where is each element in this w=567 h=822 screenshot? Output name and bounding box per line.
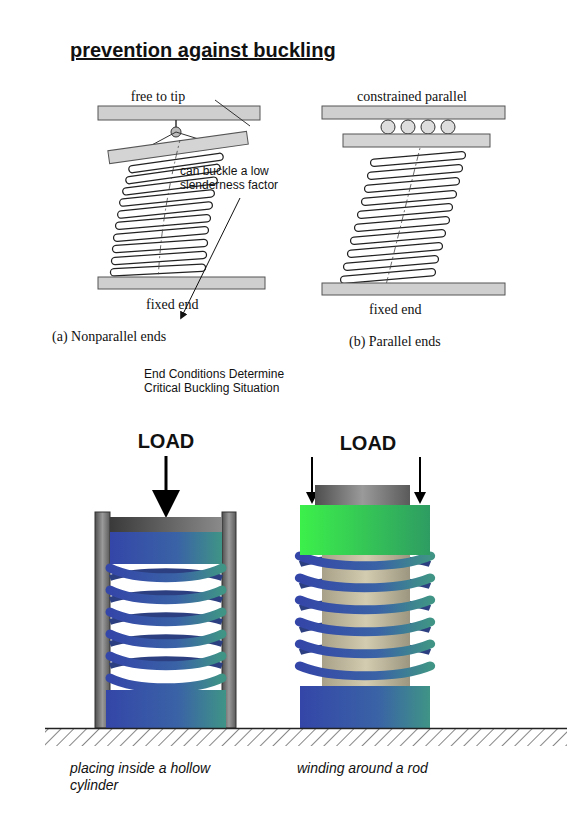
spring-coil [368, 181, 456, 189]
roller [441, 120, 455, 134]
callout-note: can buckle a low slenderness factor [180, 164, 308, 193]
coil-front [110, 678, 222, 688]
figure-caption: (a) Nonparallel ends [52, 329, 232, 346]
end-label: fixed end [146, 297, 236, 314]
spring-coil [114, 268, 202, 273]
figure-caption: (b) Parallel ends [349, 334, 499, 351]
base-block [300, 686, 430, 728]
method-caption: placing inside a hollow cylinder [70, 760, 248, 794]
ground-line [45, 728, 567, 730]
coil-front [110, 656, 222, 666]
rod-top [315, 485, 410, 507]
load-arrow [165, 456, 168, 492]
coil-front [300, 644, 430, 654]
coil-front [300, 556, 430, 566]
fixed-plate [98, 277, 265, 289]
method-caption: winding around a rod [297, 760, 507, 777]
spring-coil [121, 205, 209, 214]
note: End Conditions Determine Critical Buckli… [144, 367, 316, 396]
coil-front [110, 568, 222, 578]
coil-front [300, 666, 430, 676]
roller [401, 120, 415, 134]
base-block [106, 690, 226, 728]
fixed-plate [322, 283, 505, 295]
center-line [158, 140, 180, 285]
pivot-stem [175, 120, 177, 127]
parallel-plate [343, 134, 490, 147]
load-arrow [311, 457, 313, 494]
load-label: LOAD [116, 429, 216, 453]
load-arrow-head [414, 492, 426, 504]
coil-front [110, 590, 222, 600]
end-label: constrained parallel [322, 89, 502, 106]
top-block [110, 532, 222, 564]
end-label: fixed end [369, 302, 459, 319]
center-line [386, 148, 420, 285]
guide-rod [322, 550, 410, 688]
coil-front [300, 622, 430, 632]
spring-coil [361, 207, 449, 215]
coil-front [300, 578, 430, 588]
load-block [300, 505, 430, 555]
spring-coil [115, 255, 203, 261]
leader-line [215, 100, 250, 126]
plunger-cap [110, 517, 222, 532]
coil-front [110, 612, 222, 622]
top-plate [98, 106, 260, 120]
load-arrow-head [152, 490, 180, 518]
load-arrow [419, 457, 421, 494]
page-title: prevention against buckling [70, 38, 390, 62]
load-label: LOAD [318, 431, 418, 455]
top-plate [322, 106, 505, 119]
ground-hatch [45, 729, 567, 746]
coil-front [300, 600, 430, 610]
end-label: free to tip [108, 89, 208, 106]
roller [421, 120, 435, 134]
roller [381, 120, 395, 134]
spring-coil [344, 272, 432, 280]
spring-coil [117, 230, 205, 238]
coil-front [110, 634, 222, 644]
spring-coil [116, 243, 204, 249]
spring-coil [365, 194, 453, 202]
